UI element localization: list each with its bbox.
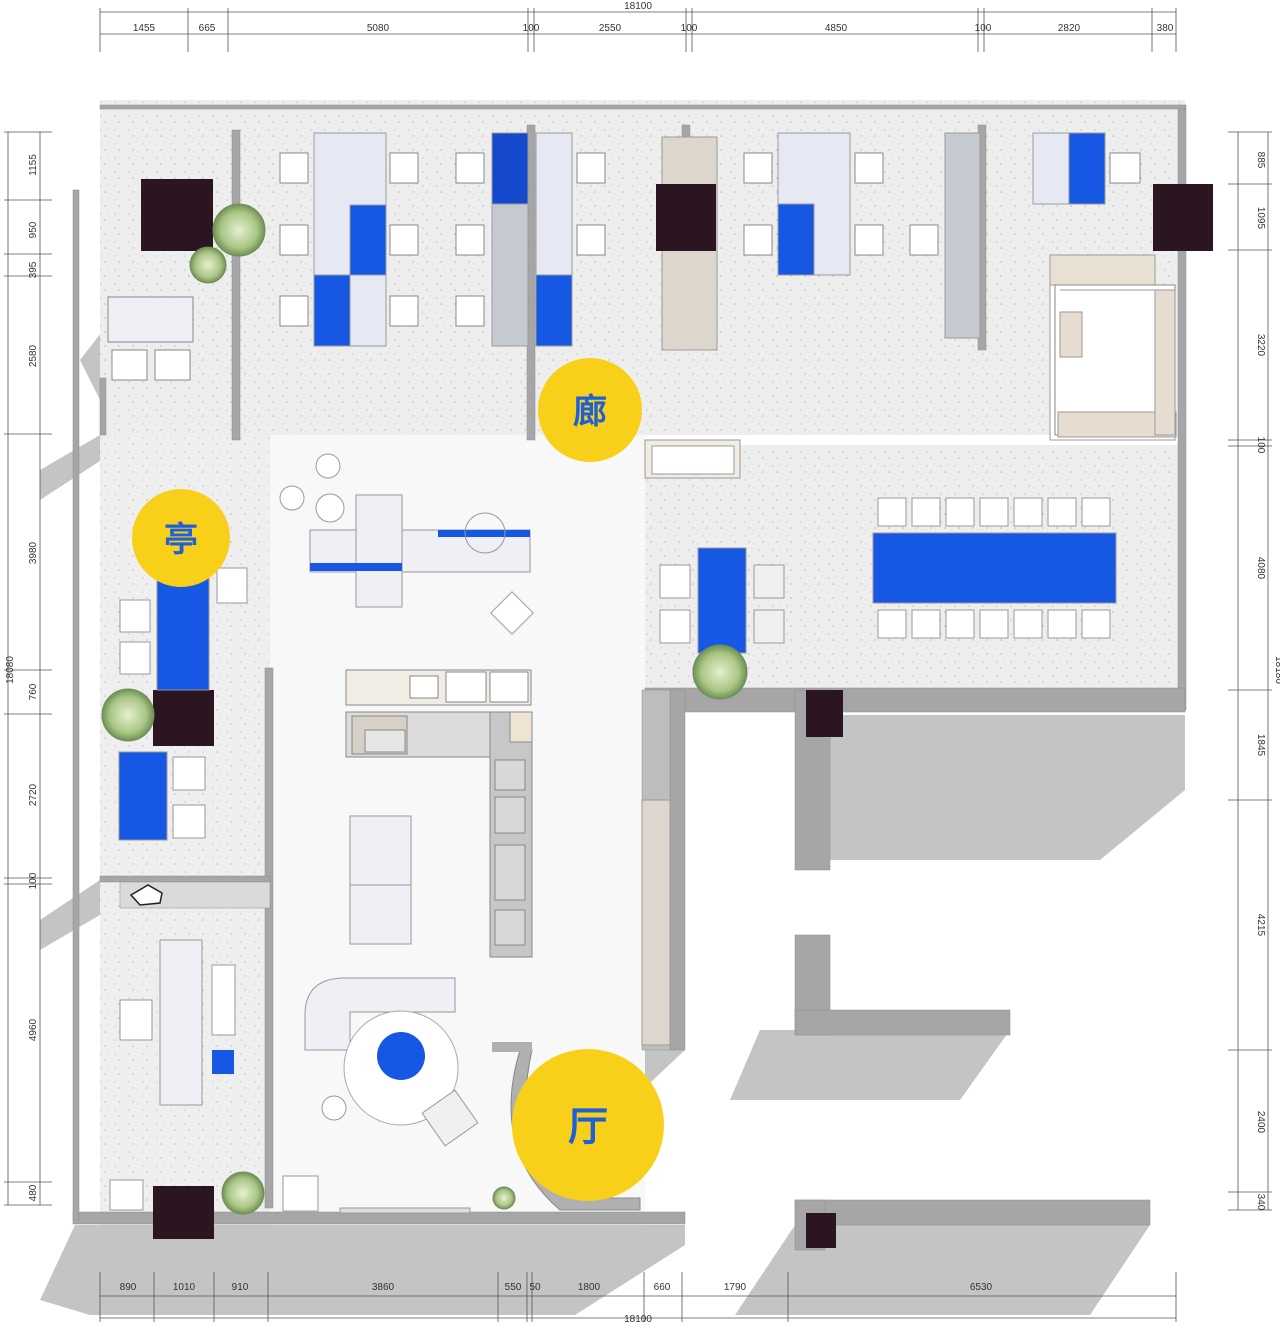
right-dim: 4080 (1255, 557, 1266, 580)
left-total-dim: 18080 (5, 656, 16, 684)
lounge-area (304, 815, 479, 1147)
zone-label-pavilion: 亭 (132, 489, 230, 587)
right-dim: 2400 (1255, 1111, 1266, 1134)
right-dim: 3220 (1255, 334, 1266, 357)
right-dim: 340 (1255, 1194, 1266, 1211)
top-total-dim: 18100 (624, 1, 652, 12)
kitchen-block (345, 669, 533, 958)
top-dim: 1455 (133, 23, 156, 34)
bottom-dim: 890 (120, 1282, 137, 1293)
top-dim: 4850 (825, 23, 848, 34)
top-dim: 2550 (599, 23, 622, 34)
left-dim: 100 (28, 872, 39, 889)
left-dim: 4960 (28, 1018, 39, 1041)
meeting-rooms (641, 439, 1117, 1046)
top-dim: 100 (975, 23, 992, 34)
workstations (313, 132, 1106, 351)
lower-left-room (109, 939, 471, 1214)
top-dim: 5080 (367, 23, 390, 34)
bottom-dimension-labels: 890 1010 910 3860 550 50 1800 660 1790 6… (120, 1282, 993, 1325)
bottom-dim: 50 (529, 1282, 541, 1293)
top-dim: 100 (681, 23, 698, 34)
right-dim: 1845 (1255, 734, 1266, 757)
top-dim: 380 (1157, 23, 1174, 34)
bottom-dim: 6530 (970, 1282, 993, 1293)
bottom-dim: 1800 (578, 1282, 601, 1293)
right-dimension-labels: 885 1095 3220 100 4080 1845 4215 2400 34… (1255, 152, 1280, 1211)
left-dim: 3980 (28, 541, 39, 564)
floor-areas (100, 100, 1185, 1225)
left-dim: 1155 (28, 154, 39, 176)
right-dim: 1095 (1255, 207, 1266, 230)
zone-label-pavilion-text: 亭 (164, 520, 198, 560)
left-dim: 395 (28, 261, 39, 278)
bottom-dim: 660 (654, 1282, 671, 1293)
right-total-dim: 18180 (1273, 656, 1280, 684)
zone-label-hall: 厅 (512, 1049, 664, 1201)
left-dim: 950 (28, 221, 39, 238)
pavilion-furniture (118, 567, 248, 906)
left-dimension-labels: 1155 950 395 2580 3980 760 2720 100 4960… (5, 154, 39, 1202)
zone-label-corridor-text: 廊 (573, 392, 607, 432)
zone-label-hall-text: 厅 (568, 1104, 608, 1150)
left-dim: 760 (28, 683, 39, 700)
bottom-dim: 550 (505, 1282, 522, 1293)
right-dim: 4215 (1255, 914, 1266, 937)
central-tables (279, 453, 534, 635)
bottom-dim: 1790 (724, 1282, 747, 1293)
left-dim: 480 (28, 1184, 39, 1201)
top-dim: 2820 (1058, 23, 1081, 34)
bottom-total-dim: 18100 (624, 1314, 652, 1325)
walls (72, 104, 1187, 1251)
columns (141, 179, 1213, 1248)
top-dim: 665 (199, 23, 216, 34)
bottom-dim: 1010 (173, 1282, 196, 1293)
left-dim: 2720 (28, 783, 39, 806)
lounge-sofa (1049, 254, 1177, 441)
bottom-dim: 910 (232, 1282, 249, 1293)
dimension-lines (7, 11, 1269, 1319)
top-dim: 100 (523, 23, 540, 34)
chairs (107, 152, 1141, 381)
right-dim: 100 (1255, 437, 1266, 454)
top-dimension-labels: 18100 1455 665 5080 100 2550 100 4850 10… (133, 1, 1174, 34)
zone-label-corridor: 廊 (538, 358, 642, 462)
plants (101, 203, 748, 1215)
left-dim: 2580 (28, 344, 39, 367)
bottom-dim: 3860 (372, 1282, 395, 1293)
right-dim: 885 (1255, 152, 1266, 169)
dimension-ticks (4, 8, 1272, 1322)
